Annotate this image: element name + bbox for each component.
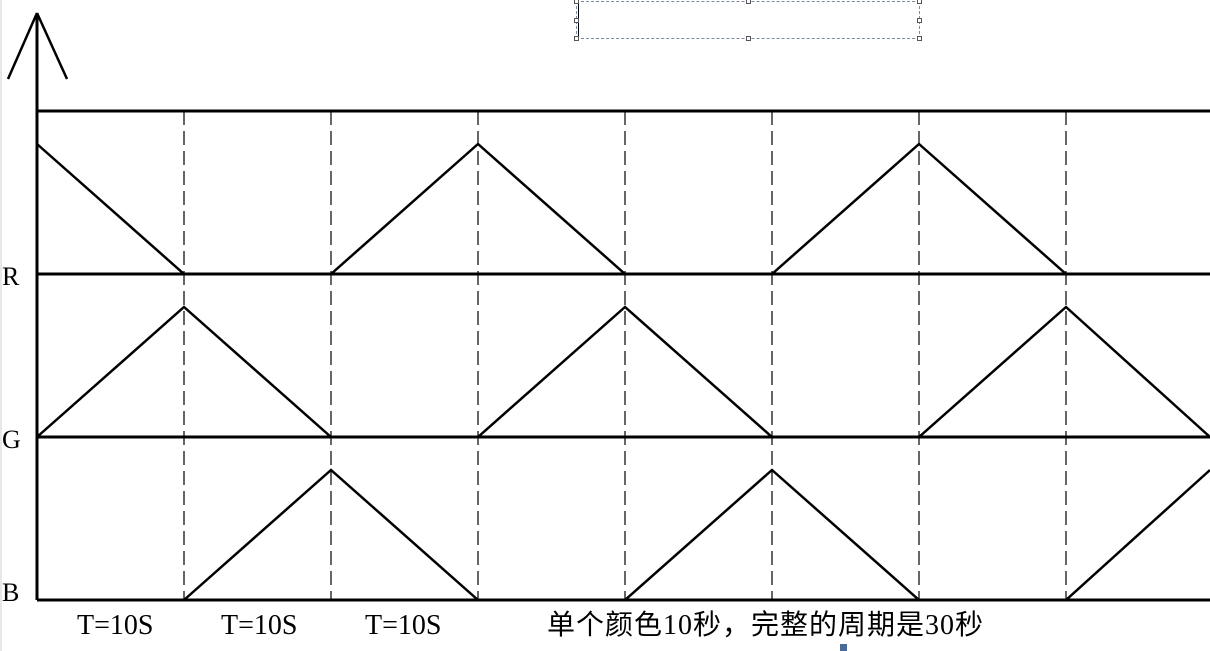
anchor-marker [840, 644, 847, 651]
r-channel-label: R [2, 262, 20, 291]
window-edge [0, 0, 2, 651]
y-axis [6, 12, 69, 600]
time-gridlines [183, 111, 1067, 600]
baselines [37, 109, 1210, 602]
b-waveform [183, 468, 1210, 602]
resize-handle-left[interactable] [574, 18, 579, 23]
resize-handle-right[interactable] [917, 18, 922, 23]
resize-handle-top-left[interactable] [574, 0, 579, 4]
resize-handle-top[interactable] [746, 0, 751, 4]
period-label-3: T=10S [365, 610, 442, 641]
resize-handle-bottom[interactable] [746, 36, 751, 41]
b-channel-label: B [2, 578, 20, 607]
resize-handle-bottom-left[interactable] [574, 36, 579, 41]
selected-textbox[interactable] [576, 1, 920, 39]
resize-handle-bottom-right[interactable] [917, 36, 922, 41]
period-label-2: T=10S [221, 610, 298, 641]
resize-handle-top-right[interactable] [917, 0, 922, 4]
period-label-1: T=10S [77, 610, 154, 641]
r-waveform [36, 142, 1210, 276]
g-waveform [36, 305, 1210, 439]
g-channel-label: G [2, 425, 21, 454]
caption-text: 单个颜色10秒，完整的周期是30秒 [547, 610, 985, 641]
